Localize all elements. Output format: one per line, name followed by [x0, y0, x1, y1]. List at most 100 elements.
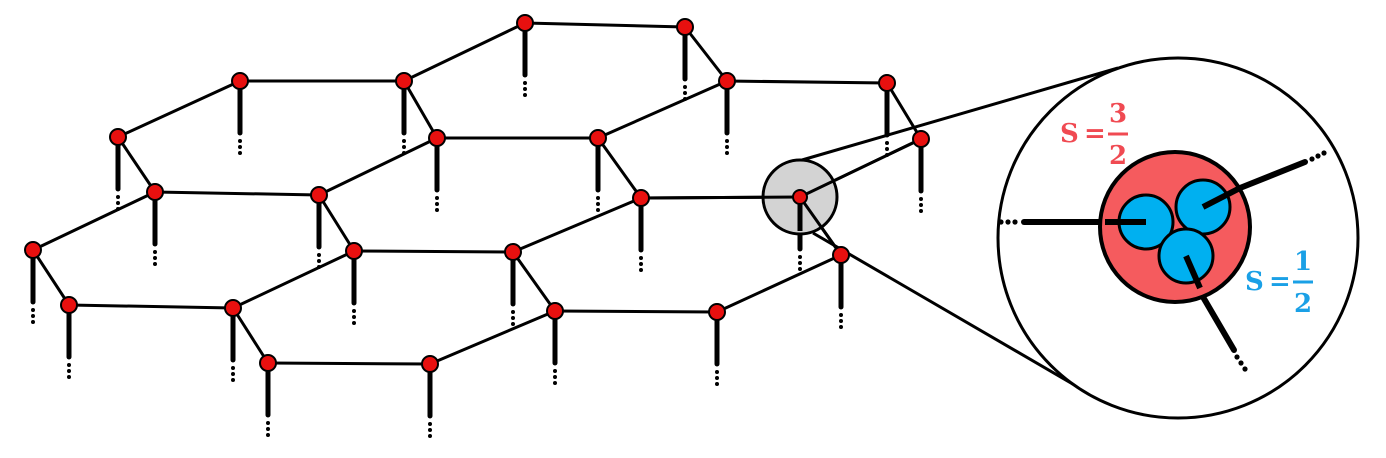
label-spin-half: S=12	[1245, 247, 1313, 319]
ellipsis-dot	[511, 316, 515, 320]
bond-t-w	[231, 306, 270, 365]
ellipsis-dot	[725, 151, 729, 155]
ellipsis-dot	[596, 202, 600, 206]
ellipsis-dot	[238, 139, 242, 143]
continuation-ellipsis-icon	[511, 310, 515, 326]
ellipsis-dot	[435, 196, 439, 200]
ellipsis-dot	[317, 265, 321, 269]
ellipsis-dot	[1309, 156, 1315, 162]
ellipsis-dot	[553, 375, 557, 379]
continuation-ellipsis-icon	[402, 139, 406, 155]
site-i	[589, 129, 607, 147]
ellipsis-dot	[266, 433, 270, 437]
label-eq: =	[1084, 119, 1106, 149]
ellipsis-dot	[428, 428, 432, 432]
ellipsis-dot	[153, 262, 157, 266]
continuation-ellipsis-icon	[67, 363, 71, 379]
ellipsis-dot	[231, 372, 235, 376]
leg-h	[434, 135, 440, 212]
ellipsis-dot	[885, 147, 889, 151]
bond-k-l	[153, 190, 321, 197]
leg-u	[552, 308, 558, 385]
bond-w-x	[266, 361, 432, 366]
inset-leg-inner	[1201, 185, 1242, 210]
ellipsis-dot	[31, 308, 35, 312]
ellipsis-dot	[639, 268, 643, 272]
ellipsis-dot	[1242, 366, 1248, 372]
continuation-ellipsis-icon	[317, 253, 321, 269]
ellipsis-dot	[153, 256, 157, 260]
continuation-ellipsis-icon	[523, 81, 527, 97]
ellipsis-dot	[919, 197, 923, 201]
ellipsis-dot	[523, 87, 527, 91]
bond-i-m	[596, 136, 643, 200]
ellipsis-dot	[402, 139, 406, 143]
leg-k	[152, 189, 158, 266]
ellipsis-dot	[839, 319, 843, 323]
ellipsis-dot	[715, 376, 719, 380]
leg-i	[595, 135, 601, 212]
bond-p-t	[231, 249, 356, 310]
continuation-ellipsis-icon	[683, 85, 687, 101]
site-r	[832, 246, 850, 264]
ellipsis-dot	[402, 145, 406, 149]
bond-c-g	[116, 79, 242, 139]
ellipsis-dot	[266, 427, 270, 431]
ellipsis-dot	[352, 315, 356, 319]
ellipsis-dot	[116, 195, 120, 199]
ellipsis-dot	[919, 209, 923, 213]
continuation-ellipsis-icon	[1234, 354, 1248, 372]
bond-p-q	[352, 249, 515, 254]
continuation-ellipsis-icon	[715, 370, 719, 386]
ellipsis-dot	[715, 370, 719, 374]
leg-a	[522, 20, 528, 97]
site-k	[146, 183, 164, 201]
site-o	[24, 241, 42, 259]
bond-f-j	[885, 81, 923, 141]
leg-c	[237, 78, 243, 155]
ellipsis-dot	[435, 202, 439, 206]
ellipsis-dot	[231, 378, 235, 382]
continuation-ellipsis-icon	[428, 422, 432, 438]
bond-h-l	[317, 136, 439, 197]
label-denominator: 2	[1109, 141, 1127, 171]
ellipsis-dot	[683, 91, 687, 95]
ellipsis-dot	[317, 259, 321, 263]
bond-e-i	[596, 79, 729, 140]
ellipsis-dot	[116, 207, 120, 211]
ellipsis-dot	[231, 366, 235, 370]
ellipsis-dot	[1315, 153, 1321, 159]
site-w	[259, 354, 277, 372]
leg-m	[638, 195, 644, 272]
label-numerator: 3	[1109, 99, 1127, 129]
label-spin-three-halves: S=3 2	[1060, 99, 1128, 171]
site-c	[231, 72, 249, 90]
site-h	[428, 129, 446, 147]
ellipsis-dot	[919, 203, 923, 207]
leg-q	[510, 249, 516, 326]
ellipsis-dot	[639, 256, 643, 260]
bond-g-k	[116, 135, 157, 194]
continuation-ellipsis-icon	[553, 369, 557, 385]
continuation-ellipsis-icon	[116, 195, 120, 211]
ellipsis-dot	[31, 314, 35, 318]
continuation-ellipsis-icon	[1309, 150, 1327, 162]
site-m	[632, 189, 650, 207]
bond-in-lens	[798, 196, 843, 256]
label-lhs: S	[1060, 119, 1079, 149]
bond-l-p	[317, 193, 356, 253]
bond-o-s	[31, 248, 71, 307]
leg-w	[265, 360, 271, 437]
zoom-line-bottom	[812, 231, 1084, 392]
bond-b-e	[683, 25, 729, 83]
site-n	[792, 189, 808, 205]
leg-t	[230, 305, 236, 382]
site-s	[60, 296, 78, 314]
ellipsis-dot	[511, 310, 515, 314]
continuation-ellipsis-icon	[919, 197, 923, 213]
site-a	[516, 14, 534, 32]
bond-d-h	[402, 79, 439, 140]
site-t	[224, 299, 242, 317]
